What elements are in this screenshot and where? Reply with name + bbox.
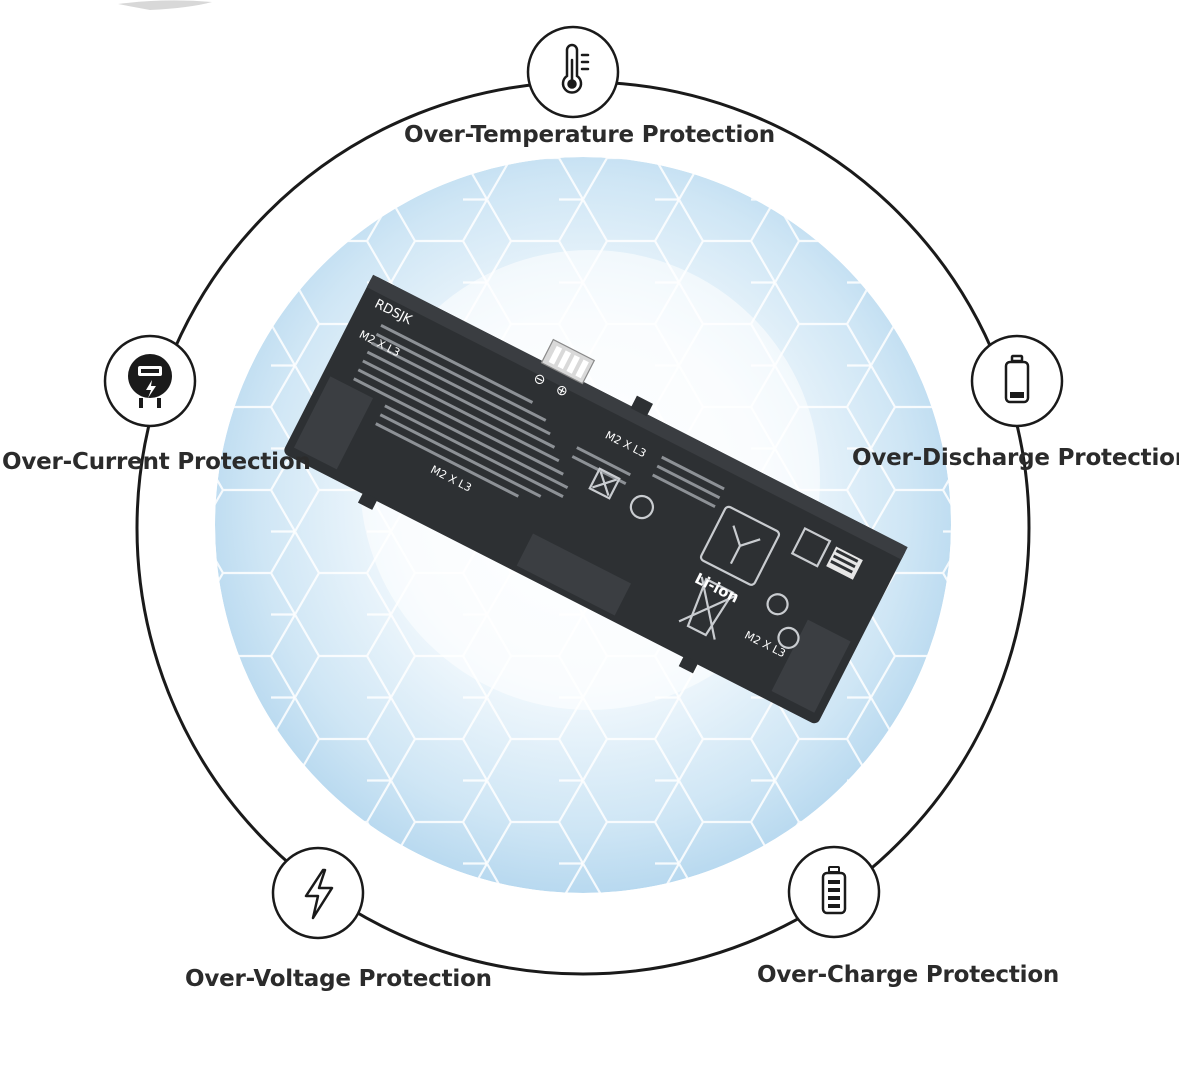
voltage-badge — [271, 846, 365, 940]
charge-badge — [787, 845, 881, 939]
meter-icon — [128, 354, 172, 408]
current-badge — [103, 334, 197, 428]
temperature-badge — [526, 25, 620, 119]
laptop-battery: RDSJK M2 X L3 M2 X L3 M2 X L3 M2 X L3 Li… — [284, 274, 908, 724]
thermometer-icon — [561, 43, 590, 94]
lightning-icon — [304, 868, 334, 920]
battery-low-icon — [1004, 354, 1030, 404]
battery-full-icon — [821, 866, 847, 915]
corner-swoosh — [118, 0, 212, 11]
discharge-label: Over-Discharge Protection — [852, 445, 1179, 471]
charge-label: Over-Charge Protection — [757, 962, 1060, 988]
current-label: Over-Current Protection — [2, 449, 311, 475]
voltage-label: Over-Voltage Protection — [185, 966, 492, 992]
discharge-badge — [970, 334, 1064, 428]
temperature-label: Over-Temperature Protection — [404, 122, 775, 148]
